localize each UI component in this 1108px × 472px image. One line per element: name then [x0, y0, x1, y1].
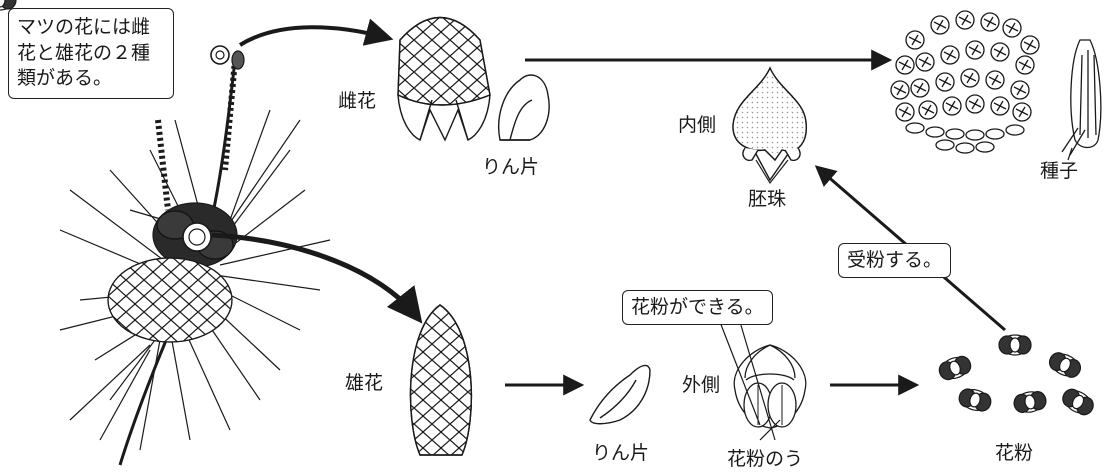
pointer-seed: [1067, 147, 1073, 161]
label-male-flower: 雄花: [345, 372, 384, 394]
label-pollen: 花粉: [995, 442, 1034, 464]
pollen-sac-illustration: [733, 344, 807, 429]
label-pollen-sac: 花粉のう: [727, 448, 804, 470]
label-scale-female: りん片: [482, 156, 540, 178]
pointer-pollen-sac: [719, 321, 781, 441]
pollen-made-callout: 花粉ができる。: [622, 290, 773, 325]
mature-female-cone: [0, 0, 1040, 154]
arrow-branch-to-male: [211, 232, 423, 324]
ovule-scale-illustration: [732, 66, 807, 182]
label-ovule: 胚珠: [748, 188, 787, 210]
label-outer-side: 外側: [682, 374, 721, 396]
female-scale: [498, 74, 550, 141]
pollination-callout: 受粉する。: [838, 243, 952, 278]
pine-branch-illustration: [59, 45, 331, 466]
intro-callout: マツの花には雌花と雄花の２種類がある。: [8, 8, 174, 99]
label-scale-male: りん片: [592, 442, 650, 464]
label-seed: 種子: [1040, 160, 1079, 182]
arrow-branch-to-female: [238, 18, 394, 47]
seed-illustration: [1061, 39, 1102, 156]
female-flower-cone: [397, 16, 491, 142]
label-female-flower: 雌花: [338, 90, 377, 112]
male-flower-cone: [409, 304, 473, 456]
label-inner-side: 内側: [678, 114, 717, 136]
pollen-grains: [0, 0, 1098, 420]
male-scale: [589, 364, 651, 425]
pointer-ovule: [755, 159, 789, 185]
